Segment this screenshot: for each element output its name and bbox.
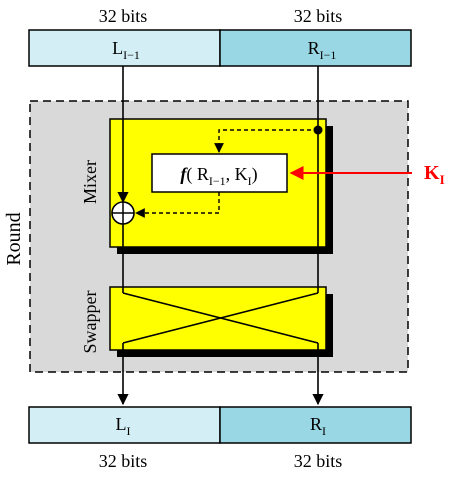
swapper-label: Swapper <box>80 291 100 354</box>
branch-to-function-line <box>214 129 318 153</box>
top-right-block <box>219 29 412 67</box>
top-left-block-label: LI−1 <box>112 38 140 62</box>
bottom-right-block <box>219 406 412 444</box>
bottom-right-bits-label: 32 bits <box>294 451 343 471</box>
round-label: Round <box>3 212 25 265</box>
key-input-label: KI <box>424 162 445 187</box>
function-box <box>151 153 288 193</box>
mixer-label: Mixer <box>80 160 100 204</box>
top-left-bits-label: 32 bits <box>99 6 148 26</box>
top-left-block <box>28 29 221 67</box>
function-label: f( RI−1, KI) <box>180 164 257 188</box>
bottom-left-block-label: LI <box>116 414 131 438</box>
bottom-left-bits-label: 32 bits <box>99 451 148 471</box>
top-right-bits-label: 32 bits <box>294 6 343 26</box>
swap-cross-b <box>122 292 319 344</box>
top-right-block-label: RI−1 <box>308 38 337 62</box>
function-to-xor-line <box>135 192 220 218</box>
bottom-right-block-label: RI <box>310 414 326 438</box>
